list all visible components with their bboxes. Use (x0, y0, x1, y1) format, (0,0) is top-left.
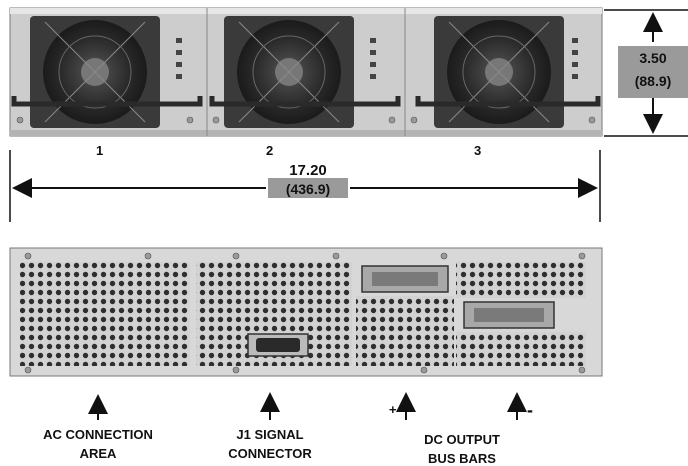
fan-3 (434, 16, 564, 128)
bay-label-2: 2 (266, 143, 274, 158)
callout-arrows (88, 392, 527, 420)
width-dim-mm: (436.9) (285, 181, 331, 197)
bay-label-3: 3 (474, 143, 482, 158)
j1-signal-label-2: CONNECTOR (228, 446, 312, 461)
width-dimension (9, 150, 601, 222)
dc-output-label-1: DC OUTPUT (424, 432, 500, 447)
handle-1 (11, 96, 203, 107)
status-leds (176, 38, 578, 79)
dc-bus-bar-negative (463, 301, 555, 329)
width-dim-box (268, 178, 348, 198)
height-dim-box (618, 46, 688, 98)
ac-connection-label-2: AREA (79, 446, 117, 461)
dc-output-label-2: BUS BARS (428, 451, 496, 466)
height-dimension (604, 9, 688, 137)
handle-3 (415, 96, 601, 107)
negative-symbol: - (527, 400, 533, 420)
dc-bus-bar-positive (361, 265, 449, 293)
rear-view (9, 247, 603, 377)
positive-symbol: + (389, 402, 397, 417)
fan-2 (224, 16, 354, 128)
ac-connection-label-1: AC CONNECTION (43, 427, 153, 442)
height-dim-mm: (88.9) (634, 73, 672, 89)
handle-2 (209, 96, 401, 107)
width-dim-inches: 17.20 (289, 162, 327, 179)
front-view (9, 7, 603, 137)
j1-signal-connector (247, 333, 309, 357)
bay-label-1: 1 (96, 143, 104, 158)
fan-1 (30, 16, 160, 128)
height-dim-inches: 3.50 (639, 50, 667, 66)
j1-signal-label-1: J1 SIGNAL (236, 427, 304, 442)
